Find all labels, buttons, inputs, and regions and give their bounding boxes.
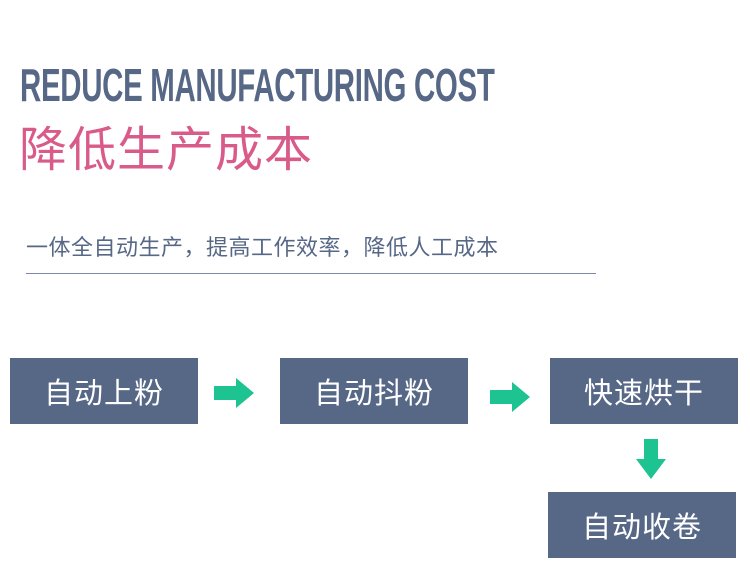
english-title: REDUCE MANUFACTURING COST	[20, 59, 495, 111]
divider	[26, 273, 596, 274]
down-arrow-icon	[636, 439, 666, 479]
step-box-1: 自动上粉	[10, 358, 198, 424]
right-arrow-icon	[214, 378, 254, 408]
step-box-2: 自动抖粉	[280, 358, 468, 424]
right-arrow-icon	[490, 382, 530, 412]
step-box-3: 快速烘干	[550, 358, 738, 424]
step-box-4: 自动收卷	[548, 492, 736, 558]
chinese-title: 降低生产成本	[19, 122, 314, 178]
subtitle: 一体全自动生产，提高工作效率，降低人工成本	[26, 236, 499, 261]
